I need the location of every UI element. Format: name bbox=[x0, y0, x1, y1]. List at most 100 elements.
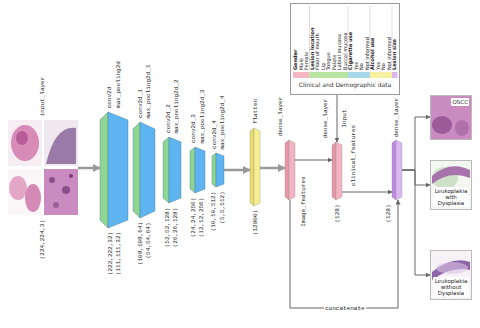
layer-label: (52,52,128) bbox=[164, 207, 171, 247]
layer-label: dense_layer bbox=[393, 97, 400, 137]
histology-image bbox=[430, 250, 472, 300]
layer-label: (5,5,512) bbox=[219, 191, 226, 223]
layer-label: conv2d bbox=[106, 86, 113, 108]
layer-label: max_pooling2d_2 bbox=[173, 79, 180, 133]
dense-slab bbox=[285, 140, 289, 200]
layer-label: input_layer bbox=[39, 76, 46, 116]
tissue bbox=[11, 125, 39, 161]
dense-layer: dense_layer(128) bbox=[392, 140, 402, 200]
tissue bbox=[62, 186, 70, 194]
output-class-image: Leukoplakia without Dysplasia bbox=[430, 250, 472, 300]
layer-label: Image_features bbox=[300, 176, 307, 226]
histology-image bbox=[8, 169, 42, 215]
layer-label: clinical_features bbox=[350, 125, 357, 186]
layer-label: (128) bbox=[334, 204, 341, 222]
layer-label: conv2d_1 bbox=[136, 89, 143, 118]
histology-image bbox=[430, 95, 472, 140]
table-caption: Clinical and Demographic data bbox=[291, 81, 399, 89]
histology-image bbox=[8, 120, 42, 166]
tissue bbox=[432, 116, 452, 134]
table-cell: Yes bbox=[354, 6, 360, 70]
layer-label: max_pooling2d bbox=[114, 61, 121, 108]
connector-arrow bbox=[260, 167, 285, 170]
flatten-slab bbox=[254, 128, 260, 206]
layer-label: flatten bbox=[252, 99, 259, 124]
table-cell: Floor of mouth bbox=[315, 6, 321, 70]
conv-block: conv2d_1max_pooling2d_1(109,109,64)(54,5… bbox=[133, 122, 155, 218]
layer-label: max_pooling2d_3 bbox=[198, 89, 205, 143]
color-bar bbox=[293, 72, 310, 78]
color-bar bbox=[348, 72, 370, 78]
table-cell: Yes bbox=[376, 6, 382, 70]
clinical-data-table: GenderMaleFemaleLesion locationFloor of … bbox=[290, 3, 400, 95]
layer-label: Input bbox=[341, 109, 348, 127]
connector-arrow bbox=[337, 95, 338, 142]
conv-slab bbox=[133, 122, 140, 218]
dense-slabs bbox=[250, 128, 402, 206]
layer-label: (109,109,64) bbox=[137, 222, 144, 265]
layer-label: conv2d_3 bbox=[190, 114, 197, 143]
conv-slab bbox=[190, 147, 195, 193]
connector-arrow bbox=[224, 169, 250, 172]
conv-slab bbox=[100, 112, 108, 228]
conv-block: conv2dmax_pooling2d(222,222,32)(111,111,… bbox=[100, 112, 128, 228]
dense-slab bbox=[396, 140, 402, 200]
tissue bbox=[46, 128, 76, 164]
pool-slab bbox=[140, 122, 155, 218]
layer-label: max_pooling2d_4 bbox=[219, 95, 226, 149]
tissue bbox=[9, 176, 27, 200]
dense-slab bbox=[289, 140, 295, 200]
tissue bbox=[49, 177, 55, 183]
conv-slabs bbox=[100, 112, 224, 228]
histology-image bbox=[44, 169, 78, 215]
tissue bbox=[53, 202, 59, 208]
class-label: Leukoplakia without Dysplasia bbox=[433, 277, 469, 297]
table-decor bbox=[293, 6, 398, 78]
tissue bbox=[455, 120, 469, 136]
input-images bbox=[8, 120, 78, 215]
layer-label: max_pooling2d_1 bbox=[145, 64, 152, 118]
table-header: Lesion size bbox=[392, 6, 398, 70]
output-class-image: Leukoplakia with Dysplasia bbox=[430, 160, 472, 210]
tissue bbox=[25, 184, 41, 212]
conv-slab bbox=[212, 153, 216, 187]
pool-slab bbox=[108, 112, 128, 228]
color-bar bbox=[370, 72, 392, 78]
layer-label: (12,12,256) bbox=[198, 197, 205, 237]
input-images: input_layer(224,224,3) bbox=[8, 120, 78, 215]
pool-slab bbox=[216, 153, 224, 187]
table-header: Cigarette use bbox=[348, 6, 354, 70]
table-header: Alcohol use bbox=[370, 6, 376, 70]
dense-slab bbox=[336, 142, 342, 200]
tissue bbox=[436, 262, 468, 274]
output-images bbox=[430, 95, 472, 300]
pool-slab bbox=[169, 137, 181, 203]
edge-label: concatenate bbox=[324, 305, 366, 312]
dense-slab bbox=[392, 140, 396, 200]
class-label: OSCC bbox=[451, 98, 469, 106]
connector-arrow bbox=[342, 192, 392, 193]
color-bar bbox=[392, 72, 398, 78]
conv-block: conv2d_2max_pooling2d_2(52,52,128)(26,26… bbox=[163, 137, 181, 203]
histology-image bbox=[430, 160, 472, 210]
layer-label: (128) bbox=[385, 204, 392, 222]
layer-label: (54,54,64) bbox=[145, 222, 152, 258]
conv-block: conv2d_3max_pooling2d_3(24,24,256)(12,12… bbox=[190, 147, 205, 193]
tissue bbox=[432, 166, 470, 184]
connector-arrow bbox=[402, 170, 430, 185]
layer-label: (26,26,128) bbox=[172, 207, 179, 247]
histology-image bbox=[44, 120, 78, 166]
pool-slab bbox=[195, 147, 205, 193]
layer-label: (24,24,256) bbox=[190, 197, 197, 237]
color-bar bbox=[310, 72, 349, 78]
layer-label: (224,224,3) bbox=[39, 219, 46, 259]
connector-arrow bbox=[78, 167, 100, 170]
output-class-image: OSCC bbox=[430, 95, 472, 140]
dense-slab bbox=[332, 142, 336, 200]
conv-block: conv2d_4max_pooling2d_4(10,10,512)(5,5,5… bbox=[212, 153, 224, 187]
class-label: Leukoplakia with Dysplasia bbox=[433, 187, 469, 207]
layer-label: (111,111,32) bbox=[115, 232, 122, 275]
layer-label: dense_layer bbox=[322, 98, 329, 138]
